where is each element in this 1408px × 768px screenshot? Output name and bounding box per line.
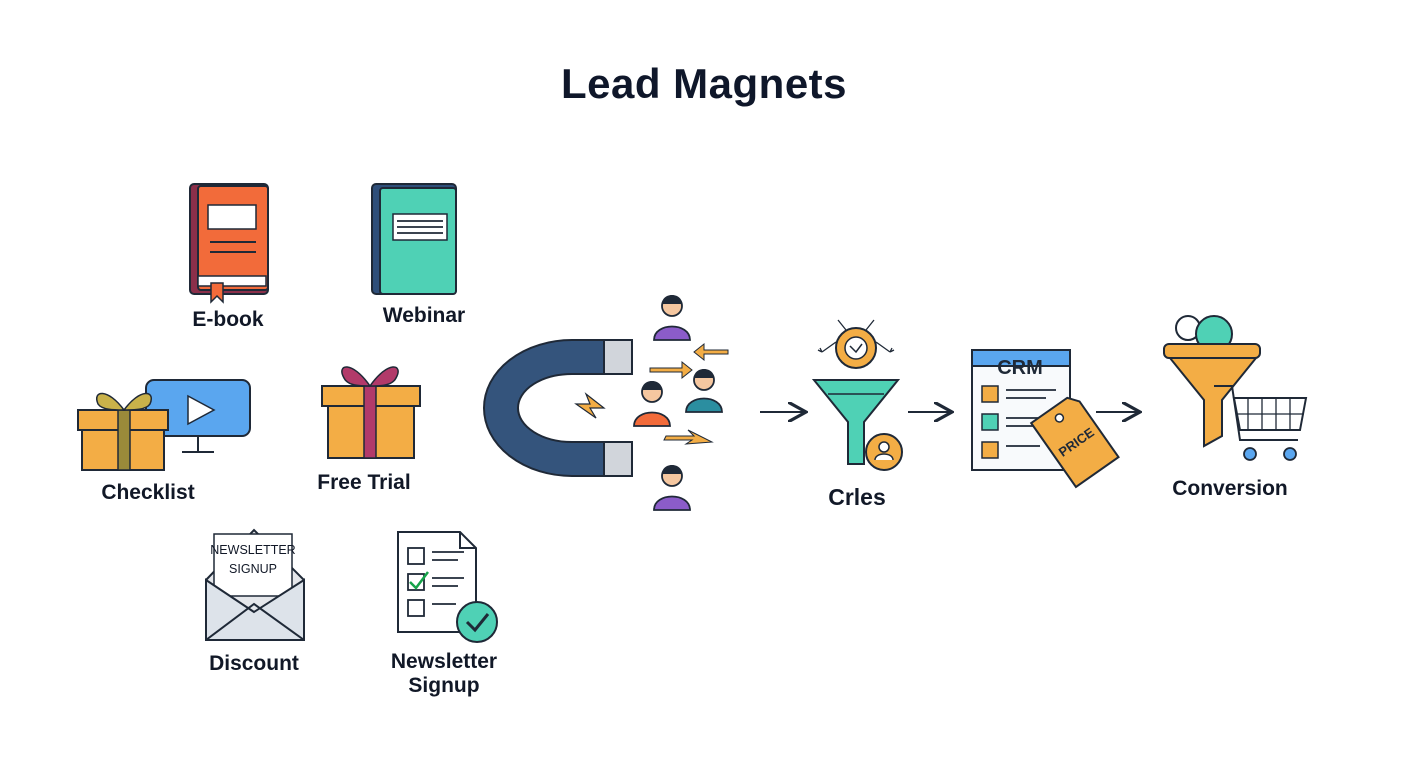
newsletter-label-line2: Signup — [408, 674, 480, 697]
newsletter-signup-icon — [397, 531, 498, 643]
person-icon — [653, 465, 691, 511]
newsletter-label-line1: Newsletter — [390, 650, 498, 673]
funnel-stage-label: Crles — [828, 484, 886, 510]
webinar-label: Webinar — [382, 304, 466, 327]
attraction-arrows — [649, 342, 729, 445]
checklist-icon — [77, 379, 251, 471]
envelope-card-line1: NEWSLETTER — [210, 543, 295, 557]
ebook-label: E-book — [192, 308, 264, 331]
person-icon — [685, 369, 723, 413]
free-trial-label: Free Trial — [317, 471, 411, 494]
envelope-card-line2: SIGNUP — [229, 562, 277, 576]
checklist-label: Checklist — [101, 481, 195, 504]
price-tag-icon: PRICE — [1029, 396, 1120, 489]
shopping-cart-icon — [1214, 385, 1308, 461]
ebook-icon — [189, 183, 269, 304]
conversion-label: Conversion — [1172, 477, 1288, 500]
person-icon — [633, 381, 671, 427]
discount-label: Discount — [209, 652, 299, 675]
person-icon — [653, 295, 691, 341]
webinar-icon — [371, 183, 457, 295]
free-trial-icon — [321, 366, 421, 459]
diagram-title: Lead Magnets — [560, 60, 848, 107]
funnel-icon — [811, 319, 903, 471]
crm-header-text: CRM — [997, 357, 1043, 379]
discount-icon: NEWSLETTER SIGNUP — [205, 528, 305, 641]
conversion-funnel-icon — [1163, 315, 1261, 448]
spark-icon — [574, 392, 606, 419]
newsletter-signup-label: Newsletter Signup — [378, 650, 510, 698]
magnet-icon — [483, 339, 633, 477]
